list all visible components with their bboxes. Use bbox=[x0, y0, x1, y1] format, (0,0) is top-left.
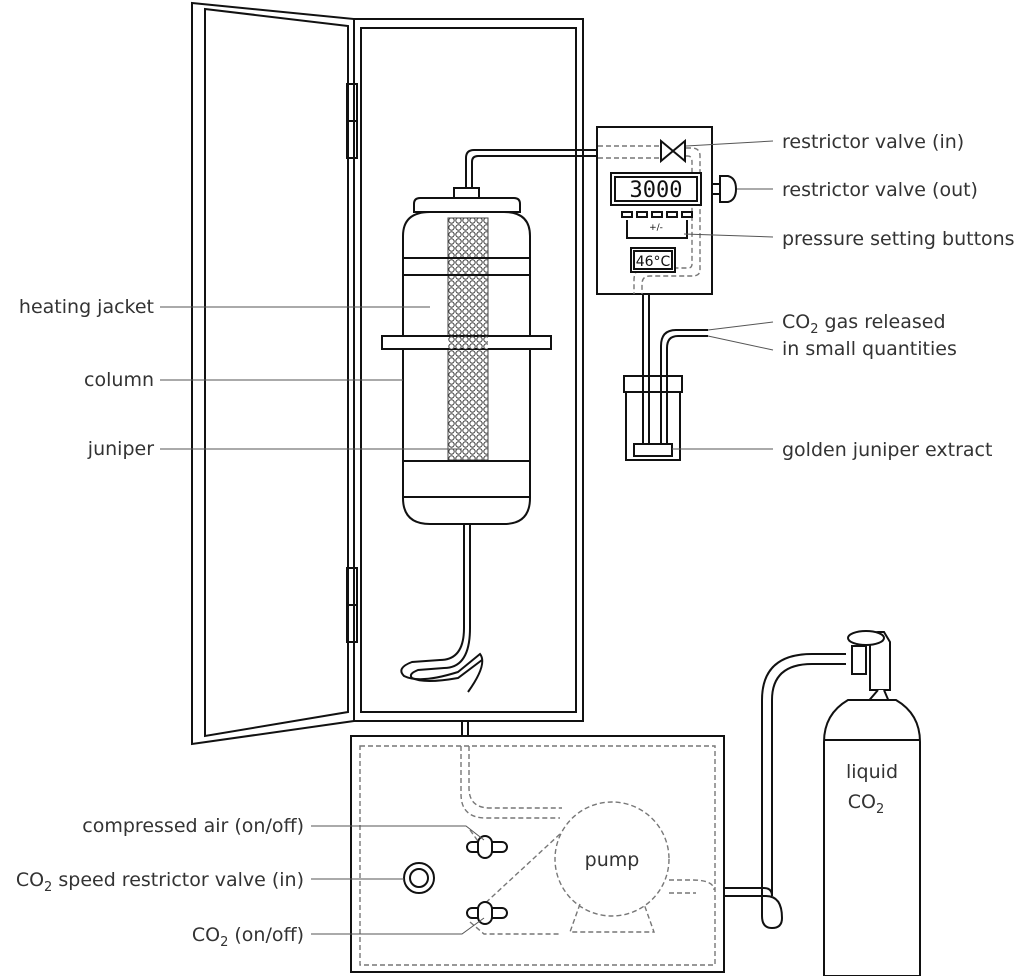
temperature-display: 46°C bbox=[630, 247, 676, 273]
leader-lines bbox=[160, 140, 774, 935]
restrictor-valve-out-knob[interactable] bbox=[712, 175, 738, 203]
pressure-display: 3000 bbox=[610, 172, 702, 206]
co2-speed-restrictor-knob[interactable] bbox=[403, 862, 435, 894]
label-heating-jacket: heating jacket bbox=[19, 296, 154, 318]
outlet-tube bbox=[400, 524, 484, 693]
door-hinge-bottom bbox=[346, 567, 358, 643]
pump bbox=[554, 801, 715, 933]
label-compressed-air: compressed air (on/off) bbox=[82, 815, 304, 837]
label-co2-speed-restrictor: CO2 speed restrictor valve (in) bbox=[16, 869, 304, 895]
co2-supply-pipe bbox=[724, 653, 846, 930]
golden-juniper-extract bbox=[633, 443, 673, 457]
label-pump: pump bbox=[585, 849, 640, 871]
inlet-tube bbox=[465, 149, 596, 190]
pressure-setting-buttons[interactable]: +/- bbox=[621, 211, 693, 239]
label-juniper: juniper bbox=[87, 438, 154, 460]
label-co2-gas-released: CO2 gas released bbox=[782, 311, 946, 337]
label-golden-juniper-extract: golden juniper extract bbox=[782, 439, 992, 461]
temperature-value: 46°C bbox=[636, 254, 671, 270]
label-liquid: liquid bbox=[846, 761, 898, 783]
column-cap bbox=[413, 187, 521, 213]
label-co2-onoff: CO2 (on/off) bbox=[192, 924, 304, 950]
buttons-sign: +/- bbox=[649, 223, 663, 233]
heating-jacket bbox=[381, 257, 552, 498]
label-restrictor-valve-out: restrictor valve (out) bbox=[782, 179, 978, 201]
pressure-value: 3000 bbox=[630, 178, 683, 203]
pump-unit bbox=[350, 735, 725, 973]
restrictor-valve-in-icon[interactable] bbox=[660, 138, 686, 164]
co2-switch[interactable] bbox=[466, 901, 508, 925]
cabinet-door bbox=[191, 1, 355, 746]
label-pressure-setting-buttons: pressure setting buttons bbox=[782, 228, 1015, 250]
door-hinge-top bbox=[346, 83, 358, 159]
compressed-air-switch[interactable] bbox=[466, 835, 508, 859]
label-in-small-quantities: in small quantities bbox=[782, 338, 957, 360]
label-restrictor-valve-in: restrictor valve (in) bbox=[782, 131, 964, 153]
co2-tank bbox=[823, 630, 921, 976]
cabinet-base-connector bbox=[461, 721, 469, 736]
label-column: column bbox=[84, 369, 154, 391]
label-liquid-co2: CO2 bbox=[848, 791, 885, 817]
